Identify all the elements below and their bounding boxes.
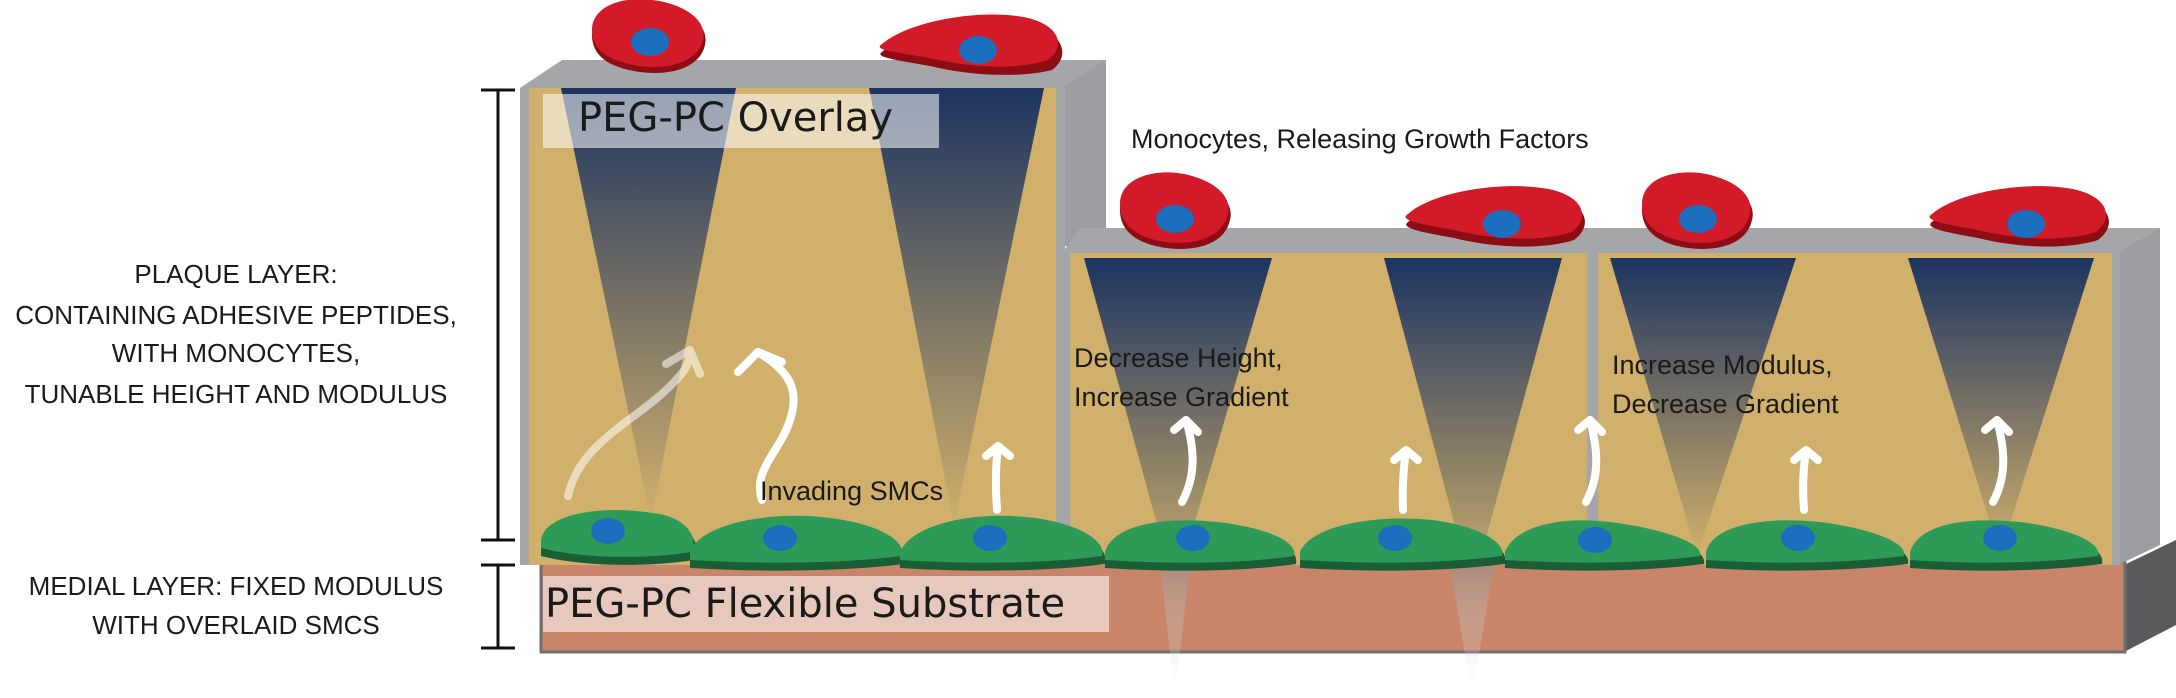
plaque-layer-bracket	[481, 88, 515, 542]
smc	[690, 515, 906, 571]
nucleus	[1781, 525, 1815, 551]
nucleus	[763, 525, 797, 551]
medial-layer-label-line: WITH OVERLAID SMCS	[92, 610, 379, 640]
nucleus	[1483, 210, 1521, 238]
modulus-note-line: Decrease Gradient	[1612, 389, 1839, 419]
invasion-arrow	[1574, 416, 1606, 506]
gradient-cone	[1610, 258, 1796, 555]
nucleus	[1578, 527, 1612, 553]
gradient-cone	[869, 88, 1044, 525]
nucleus	[1156, 205, 1194, 233]
nucleus	[591, 518, 625, 544]
invasion-arrow	[734, 348, 798, 504]
gel-block-tall-side	[1063, 60, 1106, 246]
nucleus	[631, 28, 669, 56]
nucleus	[1983, 525, 2017, 551]
monocyte	[1120, 172, 1231, 249]
nucleus	[1378, 525, 1412, 551]
invasion-arrow	[1390, 446, 1422, 514]
growth-factor-gradients	[561, 88, 2094, 698]
gradient-tail	[1160, 562, 1190, 698]
medial-layer-bracket	[481, 563, 515, 650]
gel-block-short-b-side	[2118, 228, 2160, 565]
nucleus	[1176, 525, 1210, 551]
smc	[1706, 520, 1909, 571]
medial-layer-label-line: MEDIAL LAYER: FIXED MODULUS	[29, 571, 444, 601]
invasion-arrow	[1170, 416, 1202, 506]
overlay-label: PEG-PC Overlay	[578, 95, 893, 141]
substrate-label: PEG-PC Flexible Substrate	[545, 581, 1065, 627]
invasion-arrow	[982, 442, 1014, 514]
medial-layer-label: MEDIAL LAYER: FIXED MODULUS WITH OVERLAI…	[29, 571, 444, 640]
invasion-arrow	[1790, 446, 1822, 514]
height-note-line: Decrease Height,	[1074, 343, 1283, 373]
plaque-layer-label-line: PLAQUE LAYER:	[134, 259, 337, 289]
nucleus	[2007, 210, 2045, 238]
invading-smcs-label: Invading SMCs	[760, 476, 943, 506]
smc	[1505, 520, 1705, 571]
gradient-tail	[1450, 562, 1494, 698]
invasion-arrow	[1981, 416, 2013, 506]
height-note-line: Increase Gradient	[1074, 382, 1289, 412]
smc	[900, 515, 1106, 571]
plaque-layer-label-line: WITH MONOCYTES,	[112, 338, 360, 368]
nucleus	[959, 36, 997, 64]
smc	[1910, 520, 2103, 571]
monocyte	[1405, 186, 1585, 247]
monocyte	[1642, 172, 1753, 249]
monocytes	[592, 0, 2109, 249]
overlay-label-bg	[543, 94, 939, 148]
monocyte	[1929, 186, 2109, 247]
smc	[541, 510, 697, 565]
layer-brackets	[481, 88, 515, 650]
substrate-side-face	[2124, 540, 2176, 652]
smc	[1300, 518, 1506, 571]
substrate-label-bg	[543, 576, 1109, 632]
plaque-layer-label-line: CONTAINING ADHESIVE PEPTIDES,	[15, 300, 457, 330]
smooth-muscle-cells	[541, 510, 2103, 571]
nucleus	[1679, 205, 1717, 233]
modulus-note-line: Increase Modulus,	[1612, 350, 1833, 380]
nucleus	[973, 525, 1007, 551]
gradient-cone	[1908, 258, 2094, 555]
invasion-arrows	[564, 346, 2013, 514]
smc	[1105, 520, 1297, 571]
gradient-cone	[1384, 258, 1562, 590]
monocyte	[592, 0, 706, 73]
plaque-layer-label-line: TUNABLE HEIGHT AND MODULUS	[25, 379, 448, 409]
monocyte	[879, 14, 1063, 75]
plaque-layer-label: PLAQUE LAYER: CONTAINING ADHESIVE PEPTID…	[15, 259, 457, 409]
monocytes-label: Monocytes, Releasing Growth Factors	[1131, 124, 1589, 154]
gradient-cone	[561, 88, 736, 520]
invasion-arrow	[564, 346, 704, 500]
